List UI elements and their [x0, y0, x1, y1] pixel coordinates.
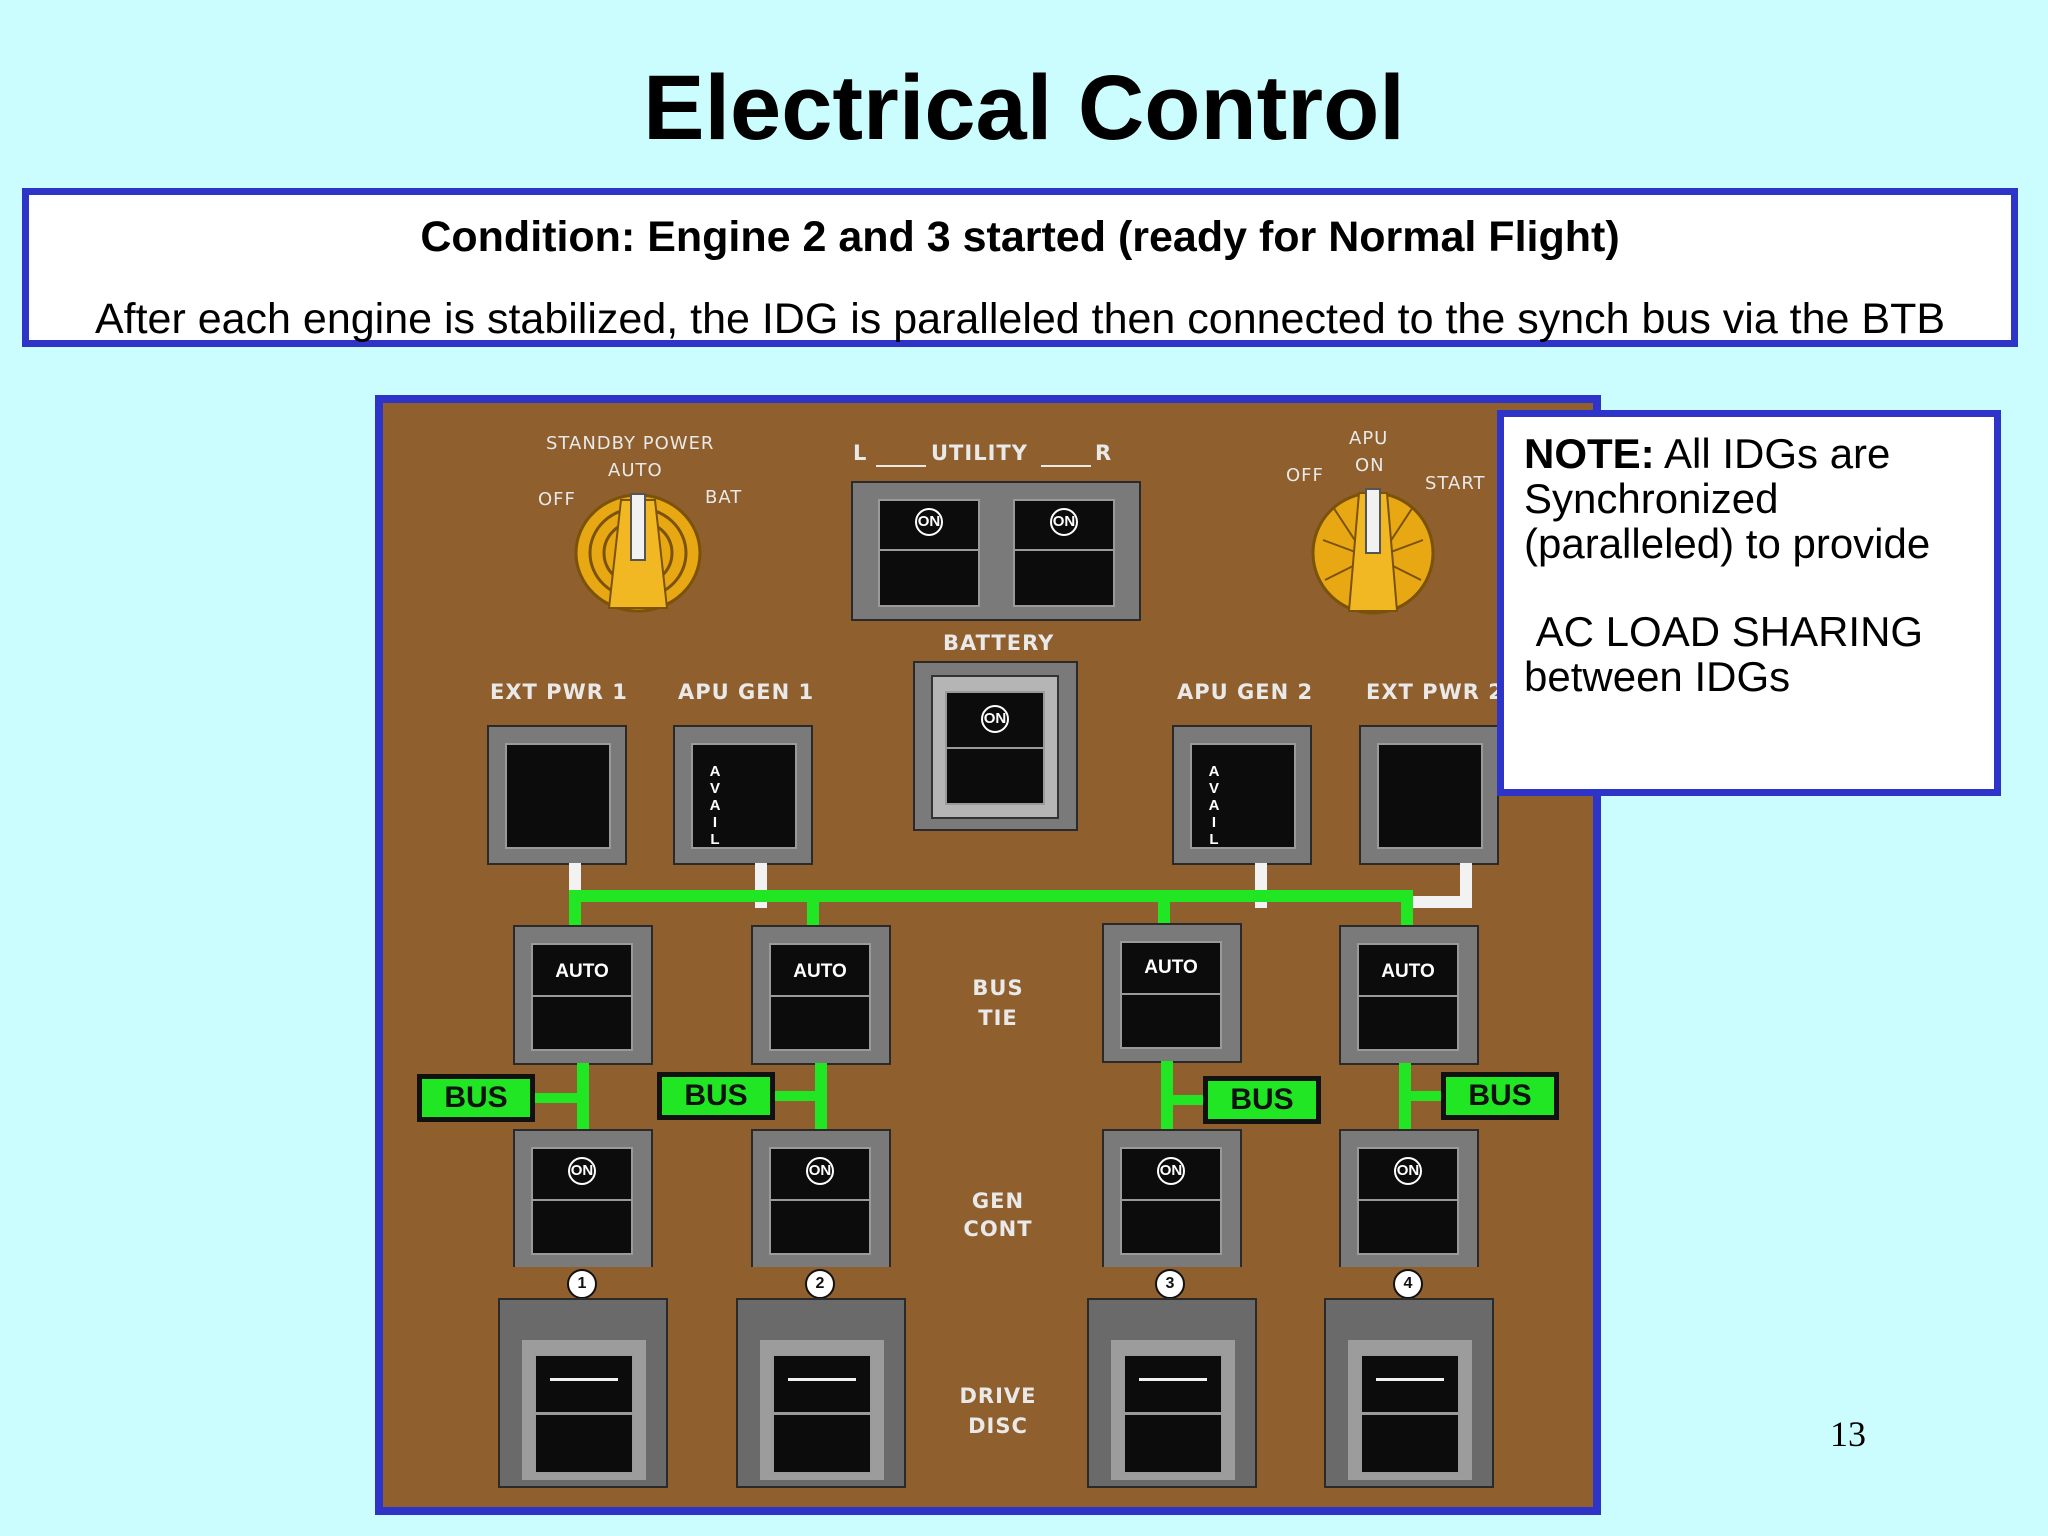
bus-tie-1-housing: AUTO — [513, 925, 653, 1065]
battery-on: ON — [981, 705, 1009, 733]
number-4: 4 — [1393, 1269, 1423, 1299]
slide-title: Electrical Control — [643, 57, 1405, 159]
gen-cont-1-on: ON — [568, 1157, 596, 1185]
ext-pwr-1-label: EXT PWR 1 — [490, 680, 628, 704]
standby-auto-label: AUTO — [608, 460, 663, 481]
drive-disc-3-housing — [1087, 1298, 1257, 1488]
number-3: 3 — [1155, 1269, 1185, 1299]
utility-l-label: L — [853, 441, 868, 465]
bus-indicator-4: BUS — [1441, 1072, 1559, 1120]
bus-tie-1-auto: AUTO — [555, 961, 609, 982]
utility-r-label: R — [1095, 441, 1113, 465]
drive-disc-3-switch[interactable] — [1123, 1354, 1223, 1474]
utility-l-on: ON — [915, 508, 943, 536]
bus-tie-1-switch[interactable]: AUTO — [531, 943, 633, 1051]
gen-cont-4-switch[interactable]: ON — [1357, 1147, 1459, 1255]
number-2: 2 — [805, 1269, 835, 1299]
note-line1: All IDGs are Synchronized (paralleled) t… — [1524, 430, 1931, 567]
ext-pwr-1-switch-housing — [487, 725, 627, 865]
electrical-panel: STANDBY POWER AUTO OFF BAT L UTILITY R O… — [375, 395, 1601, 1515]
apu-gen-2-label: APU GEN 2 — [1177, 680, 1314, 704]
bus-tie-3-switch[interactable]: AUTO — [1120, 941, 1222, 1049]
note-line2: AC LOAD SHARING between IDGs — [1524, 608, 1935, 700]
apu-on-label: ON — [1355, 455, 1385, 476]
gen-cont-3-on: ON — [1157, 1157, 1185, 1185]
gen-cont-2-on: ON — [806, 1157, 834, 1185]
ext-pwr-2-switch-housing — [1359, 725, 1499, 865]
note-box: NOTE: All IDGs are Synchronized (paralle… — [1497, 410, 2001, 796]
drive-disc-1-housing — [498, 1298, 668, 1488]
standby-power-knob[interactable] — [563, 488, 713, 618]
gen-cont-2-housing: ON — [751, 1129, 891, 1267]
standby-power-label: STANDBY POWER — [546, 433, 715, 454]
bus-tie-2-auto: AUTO — [793, 961, 847, 982]
standby-off-label: OFF — [538, 489, 576, 510]
battery-switch-housing: ON — [913, 661, 1078, 831]
ext-pwr-2-connector-h — [1409, 896, 1472, 908]
gen-cont-3-housing: ON — [1102, 1129, 1242, 1267]
note-label: NOTE: — [1524, 430, 1655, 477]
condition-box: Condition: Engine 2 and 3 started (ready… — [22, 188, 2018, 347]
standby-bat-label: BAT — [705, 487, 743, 508]
condition-title: Condition: Engine 2 and 3 started (ready… — [420, 213, 1620, 261]
battery-label: BATTERY — [943, 631, 1055, 655]
drive-disc-1-switch[interactable] — [534, 1354, 634, 1474]
gen-cont-1-housing: ON — [513, 1129, 653, 1267]
bus-tie-3-housing: AUTO — [1102, 923, 1242, 1063]
gen-cont-4-housing: ON — [1339, 1129, 1479, 1267]
utility-r-on: ON — [1050, 508, 1078, 536]
bus-indicator-1: BUS — [417, 1074, 535, 1122]
apu-off-label: OFF — [1286, 465, 1324, 486]
bus-tie-2-housing: AUTO — [751, 925, 891, 1065]
gen-cont-3-switch[interactable]: ON — [1120, 1147, 1222, 1255]
bus-indicator-3: BUS — [1203, 1076, 1321, 1124]
gen-cont-2-switch[interactable]: ON — [769, 1147, 871, 1255]
bus-tie-3-auto: AUTO — [1144, 957, 1198, 978]
drive-disc-4-switch[interactable] — [1360, 1354, 1460, 1474]
apu-gen-1-label: APU GEN 1 — [678, 680, 815, 704]
utility-l-switch[interactable]: ON — [878, 499, 980, 607]
drive-disc-2-housing — [736, 1298, 906, 1488]
number-1: 1 — [567, 1269, 597, 1299]
apu-knob[interactable] — [1303, 485, 1443, 617]
ext-pwr-2-label: EXT PWR 2 — [1366, 680, 1504, 704]
bus-tie-4-switch[interactable]: AUTO — [1357, 943, 1459, 1051]
drive-disc-2-switch[interactable] — [772, 1354, 872, 1474]
bus-indicator-2: BUS — [657, 1072, 775, 1120]
note-text: NOTE: All IDGs are Synchronized (paralle… — [1524, 431, 1974, 566]
gen-cont-1-switch[interactable]: ON — [531, 1147, 633, 1255]
apu-label: APU — [1349, 428, 1389, 449]
gen-cont-4-on: ON — [1394, 1157, 1422, 1185]
page-number: 13 — [1830, 1414, 1866, 1454]
ext-pwr-2-switch[interactable] — [1377, 743, 1483, 849]
synch-bus-line — [569, 890, 1413, 902]
bus-tie-2-switch[interactable]: AUTO — [769, 943, 871, 1051]
utility-r-switch[interactable]: ON — [1013, 499, 1115, 607]
apu-start-label: START — [1425, 473, 1486, 494]
utility-title: UTILITY — [931, 441, 1028, 465]
drive-disc-4-housing — [1324, 1298, 1494, 1488]
bus-tie-4-auto: AUTO — [1381, 961, 1435, 982]
bus-tie-4-housing: AUTO — [1339, 925, 1479, 1065]
ext-pwr-1-switch[interactable] — [505, 743, 611, 849]
utility-switch-housing: ON ON — [851, 481, 1141, 621]
battery-switch[interactable]: ON — [945, 691, 1045, 805]
condition-body: After each engine is stabilized, the IDG… — [94, 295, 1946, 343]
